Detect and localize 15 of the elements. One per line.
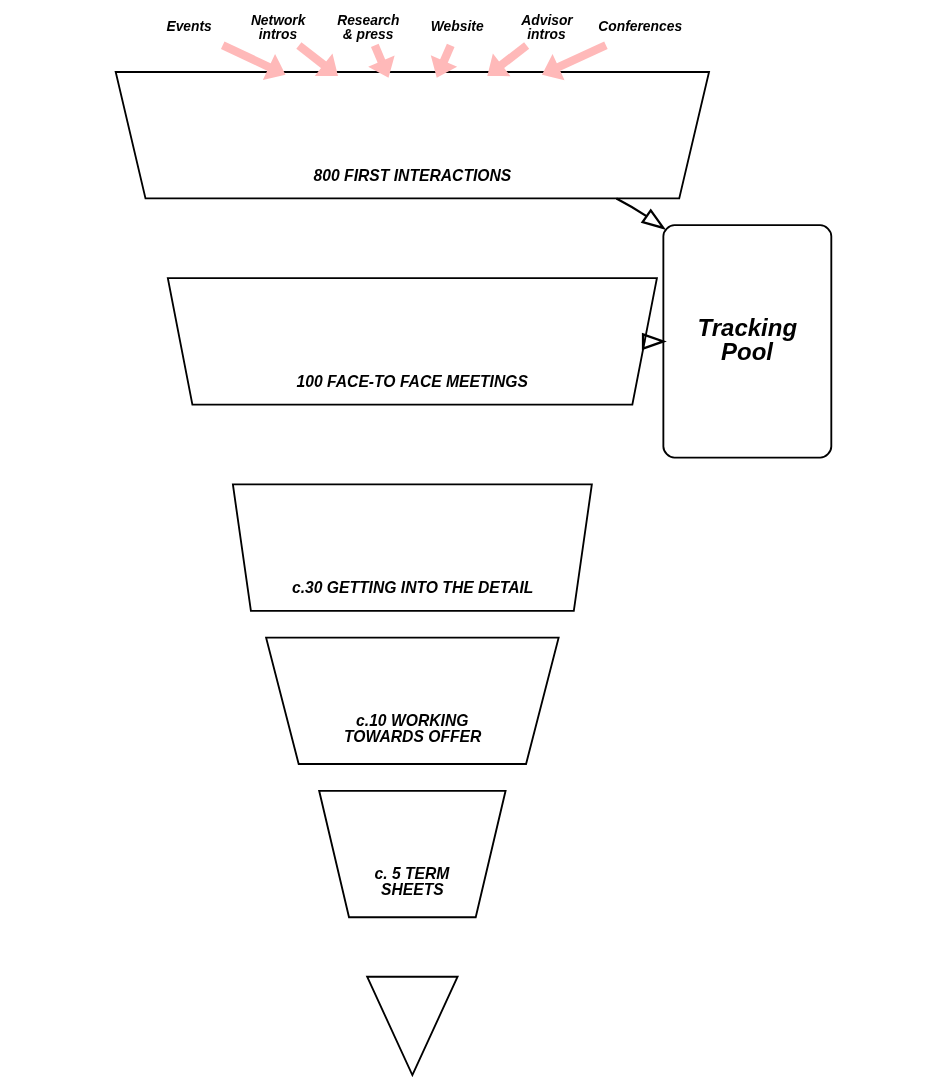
arrow — [487, 42, 530, 77]
arrow — [430, 43, 458, 78]
arrow — [615, 197, 667, 230]
arrow — [541, 41, 608, 81]
arrow — [296, 42, 338, 77]
node-box: Tracking Pool — [662, 224, 833, 459]
node-triangle — [365, 975, 460, 1078]
arrow — [368, 43, 395, 78]
node-text: Advisor intros — [521, 11, 573, 42]
node-text: Conferences — [598, 17, 683, 34]
arrow — [220, 41, 286, 80]
node-text: Research & press — [337, 11, 400, 42]
node-text: Network intros — [250, 11, 306, 42]
node-text: Events — [166, 17, 212, 34]
node-text: Website — [430, 17, 484, 34]
